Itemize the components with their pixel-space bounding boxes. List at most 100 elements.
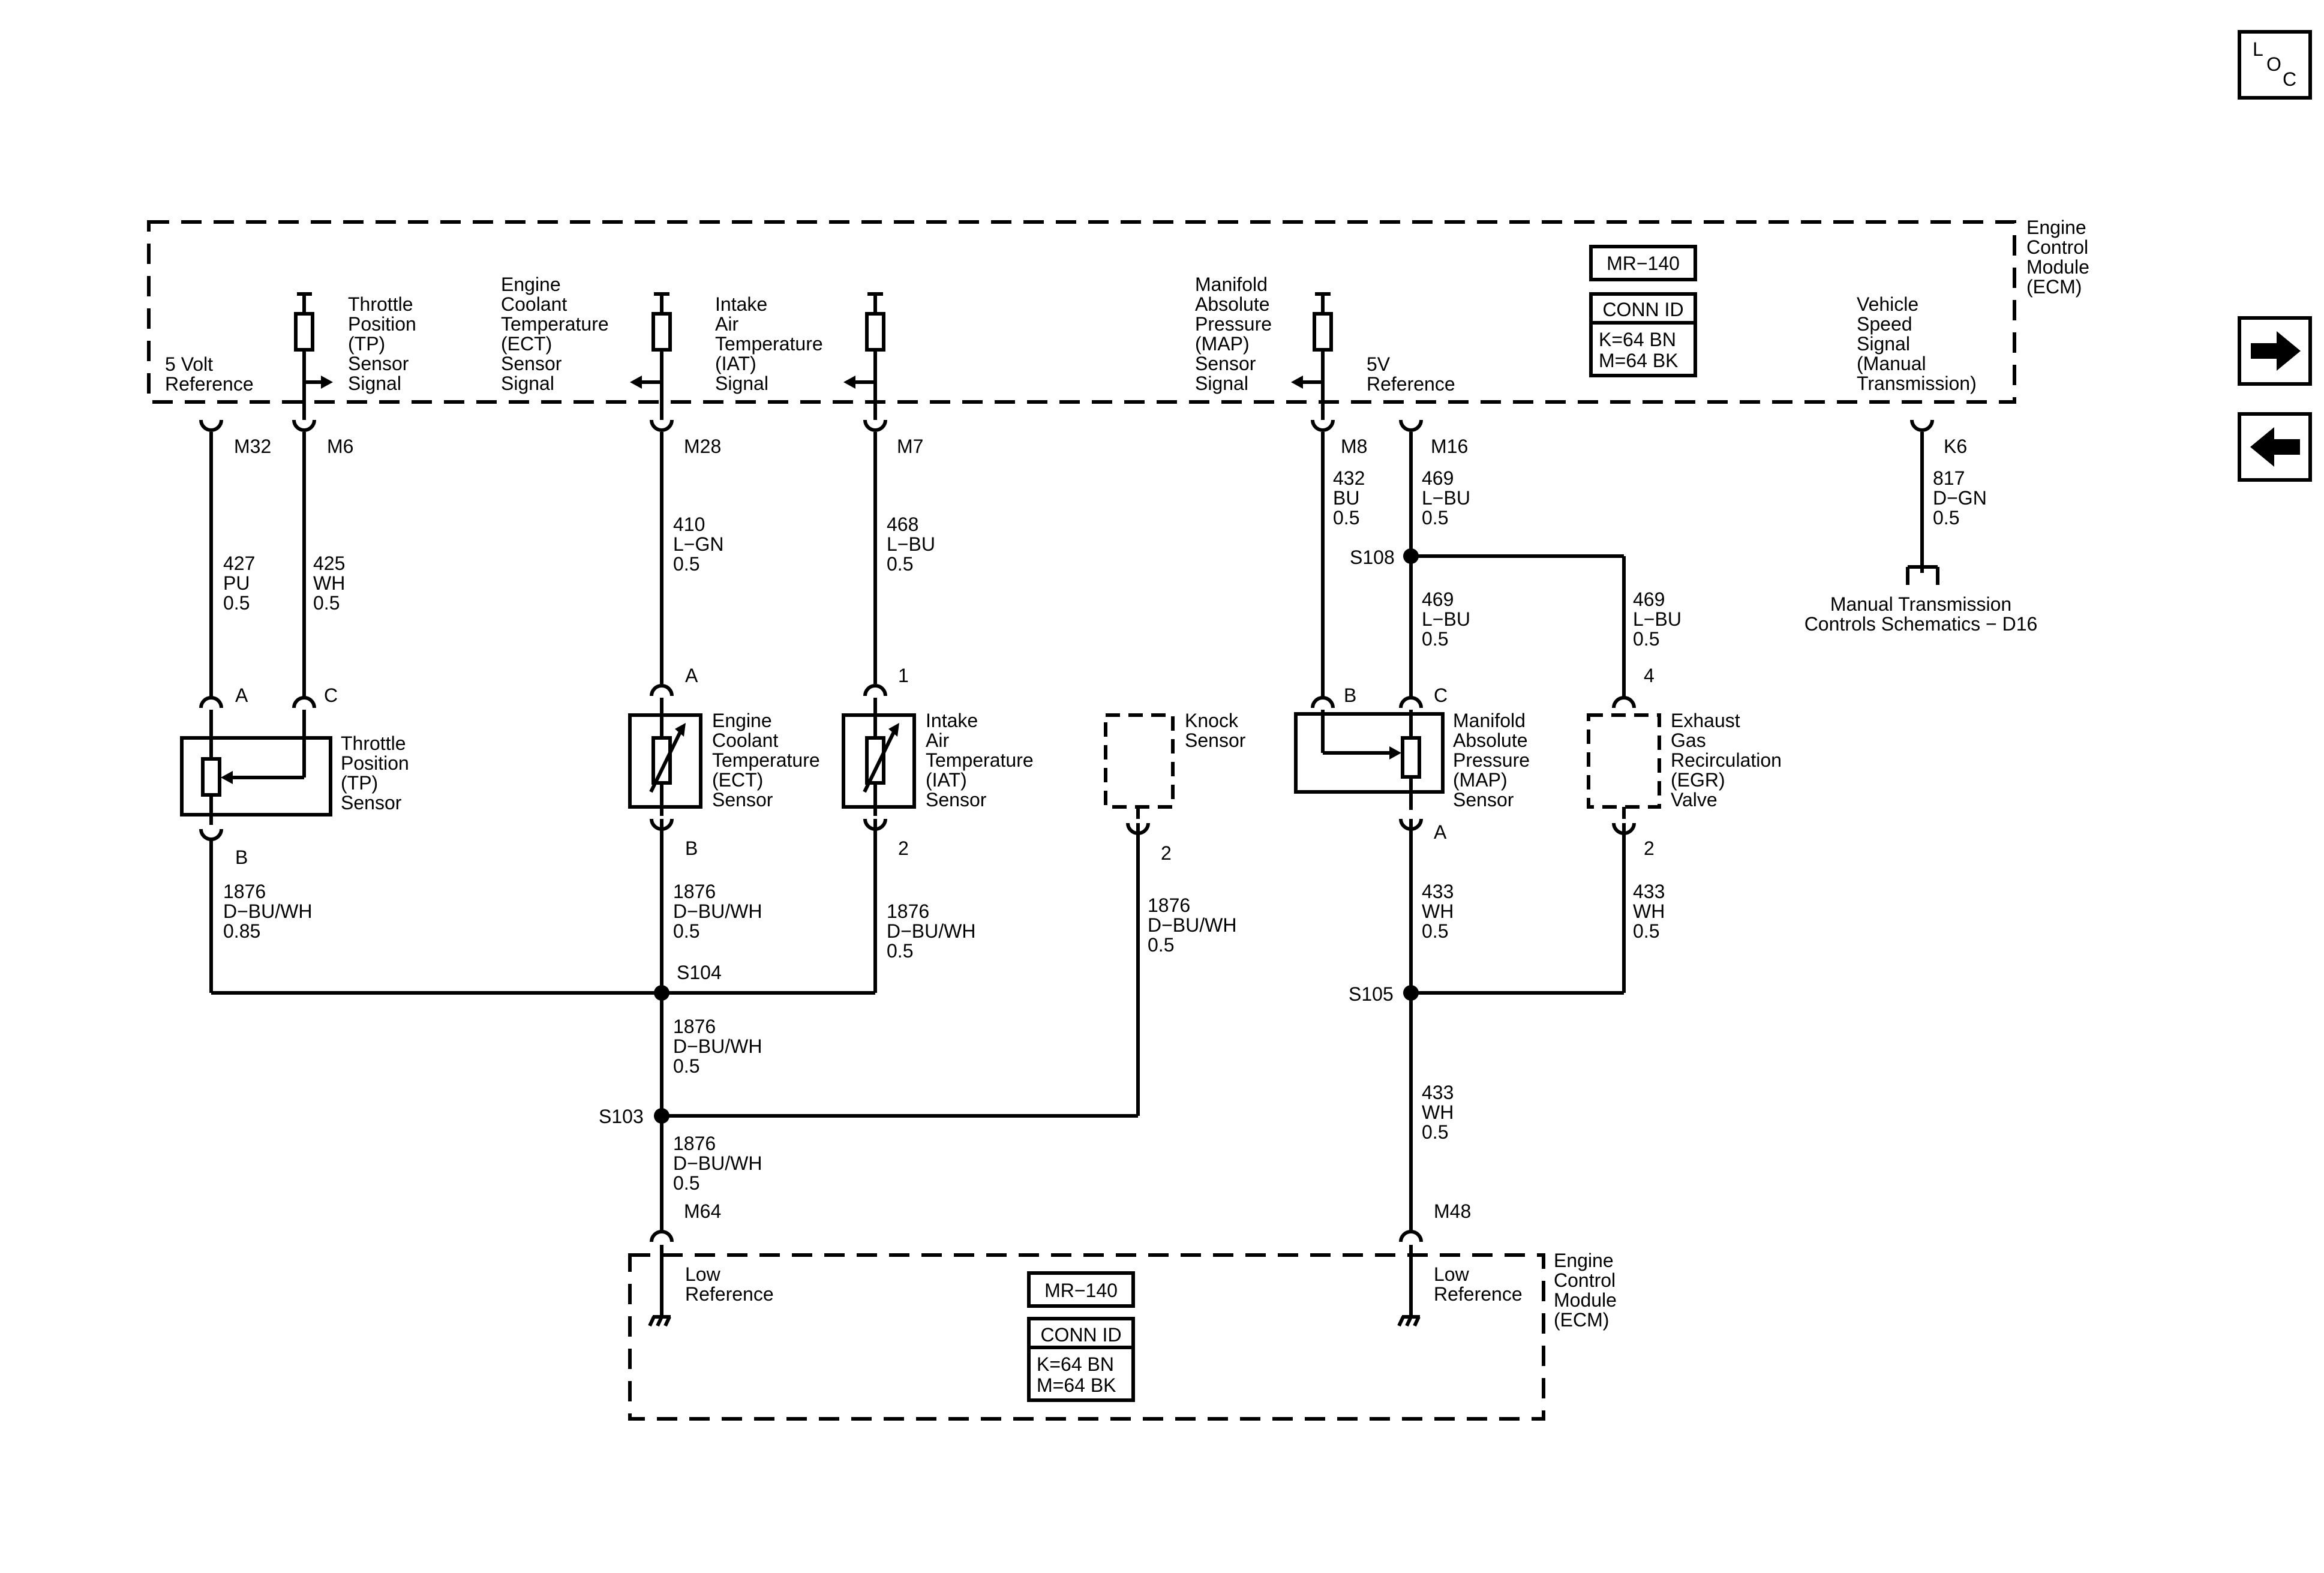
knock-sensor	[1104, 713, 1175, 835]
arrow-left-icon	[2250, 427, 2300, 467]
text-line: Temperature	[501, 313, 609, 335]
text-line: Sensor	[348, 353, 409, 374]
text-line: 5 Volt	[165, 353, 213, 375]
text-line: L−BU	[1633, 608, 1682, 630]
text-line: (EGR)	[1671, 769, 1725, 791]
text-line: Sensor	[1195, 353, 1256, 374]
text-line: 0.5	[1422, 507, 1448, 529]
text-line: 1876	[887, 900, 929, 922]
text-line: Exhaust	[1671, 710, 1740, 731]
text-line: (Manual	[1857, 353, 1926, 374]
text-line: L−BU	[1422, 608, 1470, 630]
tp-sensor	[180, 696, 332, 841]
egr-valve	[1587, 696, 1661, 835]
map-pin-c: C	[1434, 685, 1448, 706]
loc-letter-c: C	[2283, 68, 2296, 90]
text-line: D−GN	[1933, 487, 1987, 509]
text-line: Sensor	[712, 789, 773, 810]
text-line: 0.5	[1422, 1121, 1448, 1143]
text-line: 427	[223, 553, 255, 574]
text-line: 469	[1633, 589, 1665, 610]
text-line: 410	[673, 514, 705, 535]
text-line: 0.5	[673, 1172, 699, 1194]
ect-pin-a: A	[685, 665, 698, 686]
text-line: (MAP)	[1195, 333, 1250, 355]
pin-m8: M8	[1341, 436, 1367, 457]
iat-signal-internal	[843, 292, 885, 420]
text-line: (TP)	[341, 772, 378, 794]
text-line: 1876	[673, 1016, 716, 1037]
splice-s108-label: S108	[1350, 547, 1395, 568]
ecm-top-conn-title: CONN ID	[1602, 299, 1683, 320]
iat-pin-2: 2	[898, 837, 909, 859]
ecm-bottom-box	[628, 1253, 1545, 1421]
loc-button[interactable]: L O C	[2238, 30, 2312, 100]
text-line: BU	[1333, 487, 1359, 509]
next-page-button[interactable]	[2238, 316, 2312, 386]
text-line: Engine	[501, 274, 561, 295]
text-line: (TP)	[348, 333, 385, 355]
prev-page-button[interactable]	[2238, 412, 2312, 482]
pin-m16: M16	[1431, 436, 1468, 457]
ecm-top-mr-label: MR−140	[1607, 253, 1680, 274]
text-line: Coolant	[501, 293, 567, 315]
text-line: 0.5	[1633, 920, 1659, 942]
text-line: 0.5	[1933, 507, 1959, 529]
text-line: Reference	[1367, 373, 1455, 395]
text-line: Pressure	[1195, 313, 1272, 335]
text-line: 0.5	[673, 1055, 699, 1077]
text-line: L−BU	[887, 533, 935, 555]
text-line: Engine	[1554, 1250, 1614, 1271]
m64-cup	[650, 1230, 674, 1242]
text-line: WH	[1633, 900, 1665, 922]
text-line: Manual Transmission	[1830, 593, 2011, 615]
wire-lines	[209, 432, 1939, 1233]
text-line: Module	[1554, 1289, 1617, 1311]
splice-s103-dot	[654, 1108, 669, 1124]
text-line: Transmission)	[1857, 373, 1977, 394]
pin-m6: M6	[327, 436, 353, 457]
top-connector-cups	[199, 419, 1934, 432]
text-line: PU	[223, 572, 250, 594]
pin-m28: M28	[684, 436, 721, 457]
text-line: Intake	[926, 710, 978, 731]
text-line: 0.5	[887, 553, 913, 575]
ground-left	[648, 1245, 671, 1327]
tp-pin-c: C	[324, 685, 338, 706]
text-line: 425	[313, 553, 345, 574]
text-line: (ECT)	[712, 769, 763, 791]
text-line: Control	[1554, 1269, 1616, 1291]
egr-pin-2: 2	[1644, 837, 1655, 859]
ecm-bottom-mr-label: MR−140	[1044, 1280, 1118, 1301]
text-line: WH	[313, 572, 345, 594]
text-line: 0.5	[1148, 934, 1174, 956]
text-line: 0.5	[1422, 920, 1448, 942]
text-line: D−BU/WH	[673, 1035, 762, 1057]
iat-sensor	[842, 684, 916, 831]
text-line: 0.85	[223, 920, 260, 942]
text-line: WH	[1422, 900, 1454, 922]
splice-s108-dot	[1403, 548, 1419, 564]
loc-letter-o: O	[2266, 53, 2281, 75]
pin-m7: M7	[897, 436, 923, 457]
text-line: Coolant	[712, 730, 778, 751]
loc-button-frame	[2238, 30, 2312, 100]
text-line: Throttle	[341, 733, 406, 754]
ect-signal-internal	[630, 292, 672, 420]
